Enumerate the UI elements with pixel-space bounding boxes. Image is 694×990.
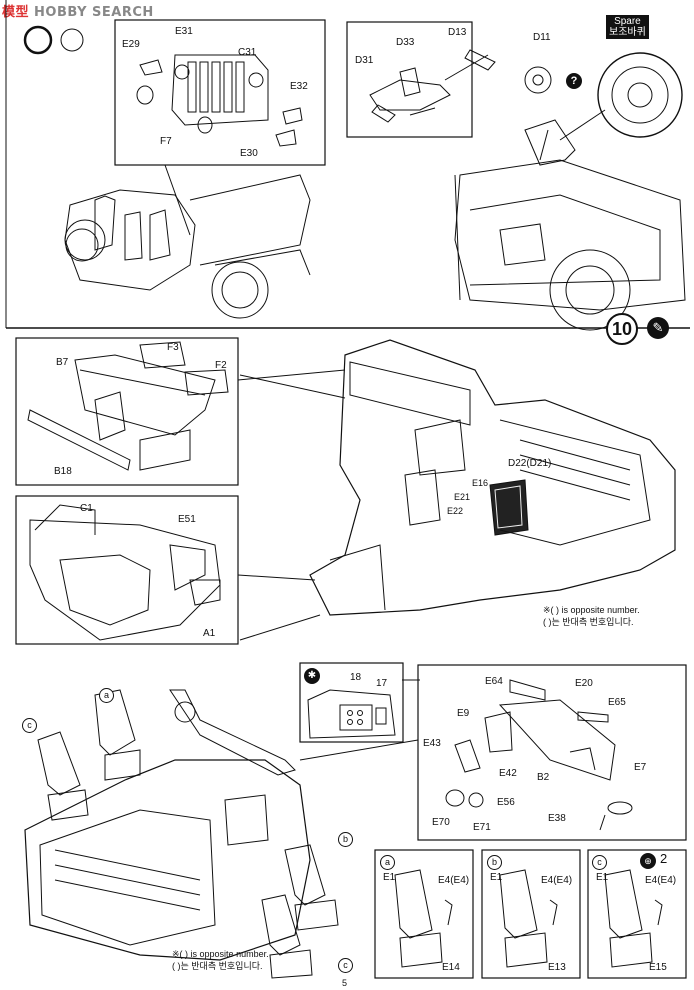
opposite-number-note-2: ※( ) is opposite number. ( )는 반대측 번호입니다. — [172, 949, 269, 971]
part-label: E21 — [454, 492, 471, 502]
part-label: E14 — [442, 962, 460, 973]
part-label: E9 — [457, 708, 470, 719]
part-label: E15 — [649, 962, 667, 973]
part-label: E70 — [432, 817, 450, 828]
spare-label: Spare 보조바퀴 — [606, 15, 649, 39]
part-label: D33 — [396, 37, 415, 48]
part-label: E56 — [497, 797, 515, 808]
glue-icon: ✎ — [647, 317, 669, 339]
part-label: E4(E4) — [541, 875, 573, 886]
seat-box-tag-c: c — [592, 855, 607, 870]
part-label: E29 — [122, 39, 140, 50]
part-label: E32 — [290, 81, 308, 92]
part-label: E16 — [472, 478, 489, 488]
part-label: E51 — [178, 514, 196, 525]
part-label: F7 — [160, 136, 172, 147]
part-label: E20 — [575, 678, 593, 689]
part-label: E1 — [596, 872, 609, 883]
seat-box-tag-b: b — [487, 855, 502, 870]
site-watermark: 模型 HOBBY SEARCH — [2, 5, 154, 20]
part-label: E4(E4) — [438, 875, 470, 886]
question-icon: ? — [566, 73, 582, 89]
opposite-number-note: ※( ) is opposite number. ( )는 반대측 번호입니다. — [543, 605, 640, 627]
part-label: E71 — [473, 822, 491, 833]
decal-number: 17 — [376, 678, 388, 689]
part-label: C31 — [238, 47, 257, 58]
seat-box-tag-a: a — [380, 855, 395, 870]
part-label: A1 — [203, 628, 216, 639]
seat-tag: b — [338, 832, 353, 847]
decal-number: 18 — [350, 672, 362, 683]
part-label: E65 — [608, 697, 626, 708]
seat-tag: c — [338, 958, 353, 973]
part-label: E42 — [499, 768, 517, 779]
seat-tag: a — [99, 688, 114, 703]
part-label: F2 — [215, 360, 227, 371]
part-label: D11 — [533, 32, 551, 43]
part-label: E31 — [175, 26, 193, 37]
step-number: 10 — [606, 313, 638, 345]
part-label: D31 — [355, 55, 374, 66]
seat-tag: c — [22, 718, 37, 733]
part-label: E1 — [490, 872, 503, 883]
part-label: B18 — [54, 466, 72, 477]
page-number: 5 — [342, 978, 348, 988]
part-label: D13 — [448, 27, 467, 38]
part-label: B2 — [537, 772, 550, 783]
part-label: E64 — [485, 676, 503, 687]
part-label: E22 — [447, 506, 464, 516]
part-label: B7 — [56, 357, 69, 368]
part-label: E1 — [383, 872, 396, 883]
part-label: D22(D21) — [508, 458, 552, 469]
decal-star-icon: ✱ — [304, 668, 320, 684]
part-label: E30 — [240, 148, 258, 159]
quantity-label: 2 — [660, 851, 668, 866]
part-label: C1 — [80, 503, 93, 514]
part-label: E43 — [423, 738, 441, 749]
part-label: E4(E4) — [645, 875, 677, 886]
part-label: E38 — [548, 813, 566, 824]
quantity-icon: ⊕ — [640, 853, 656, 869]
part-label: E13 — [548, 962, 566, 973]
part-label: F3 — [167, 342, 179, 353]
part-label: E7 — [634, 762, 647, 773]
